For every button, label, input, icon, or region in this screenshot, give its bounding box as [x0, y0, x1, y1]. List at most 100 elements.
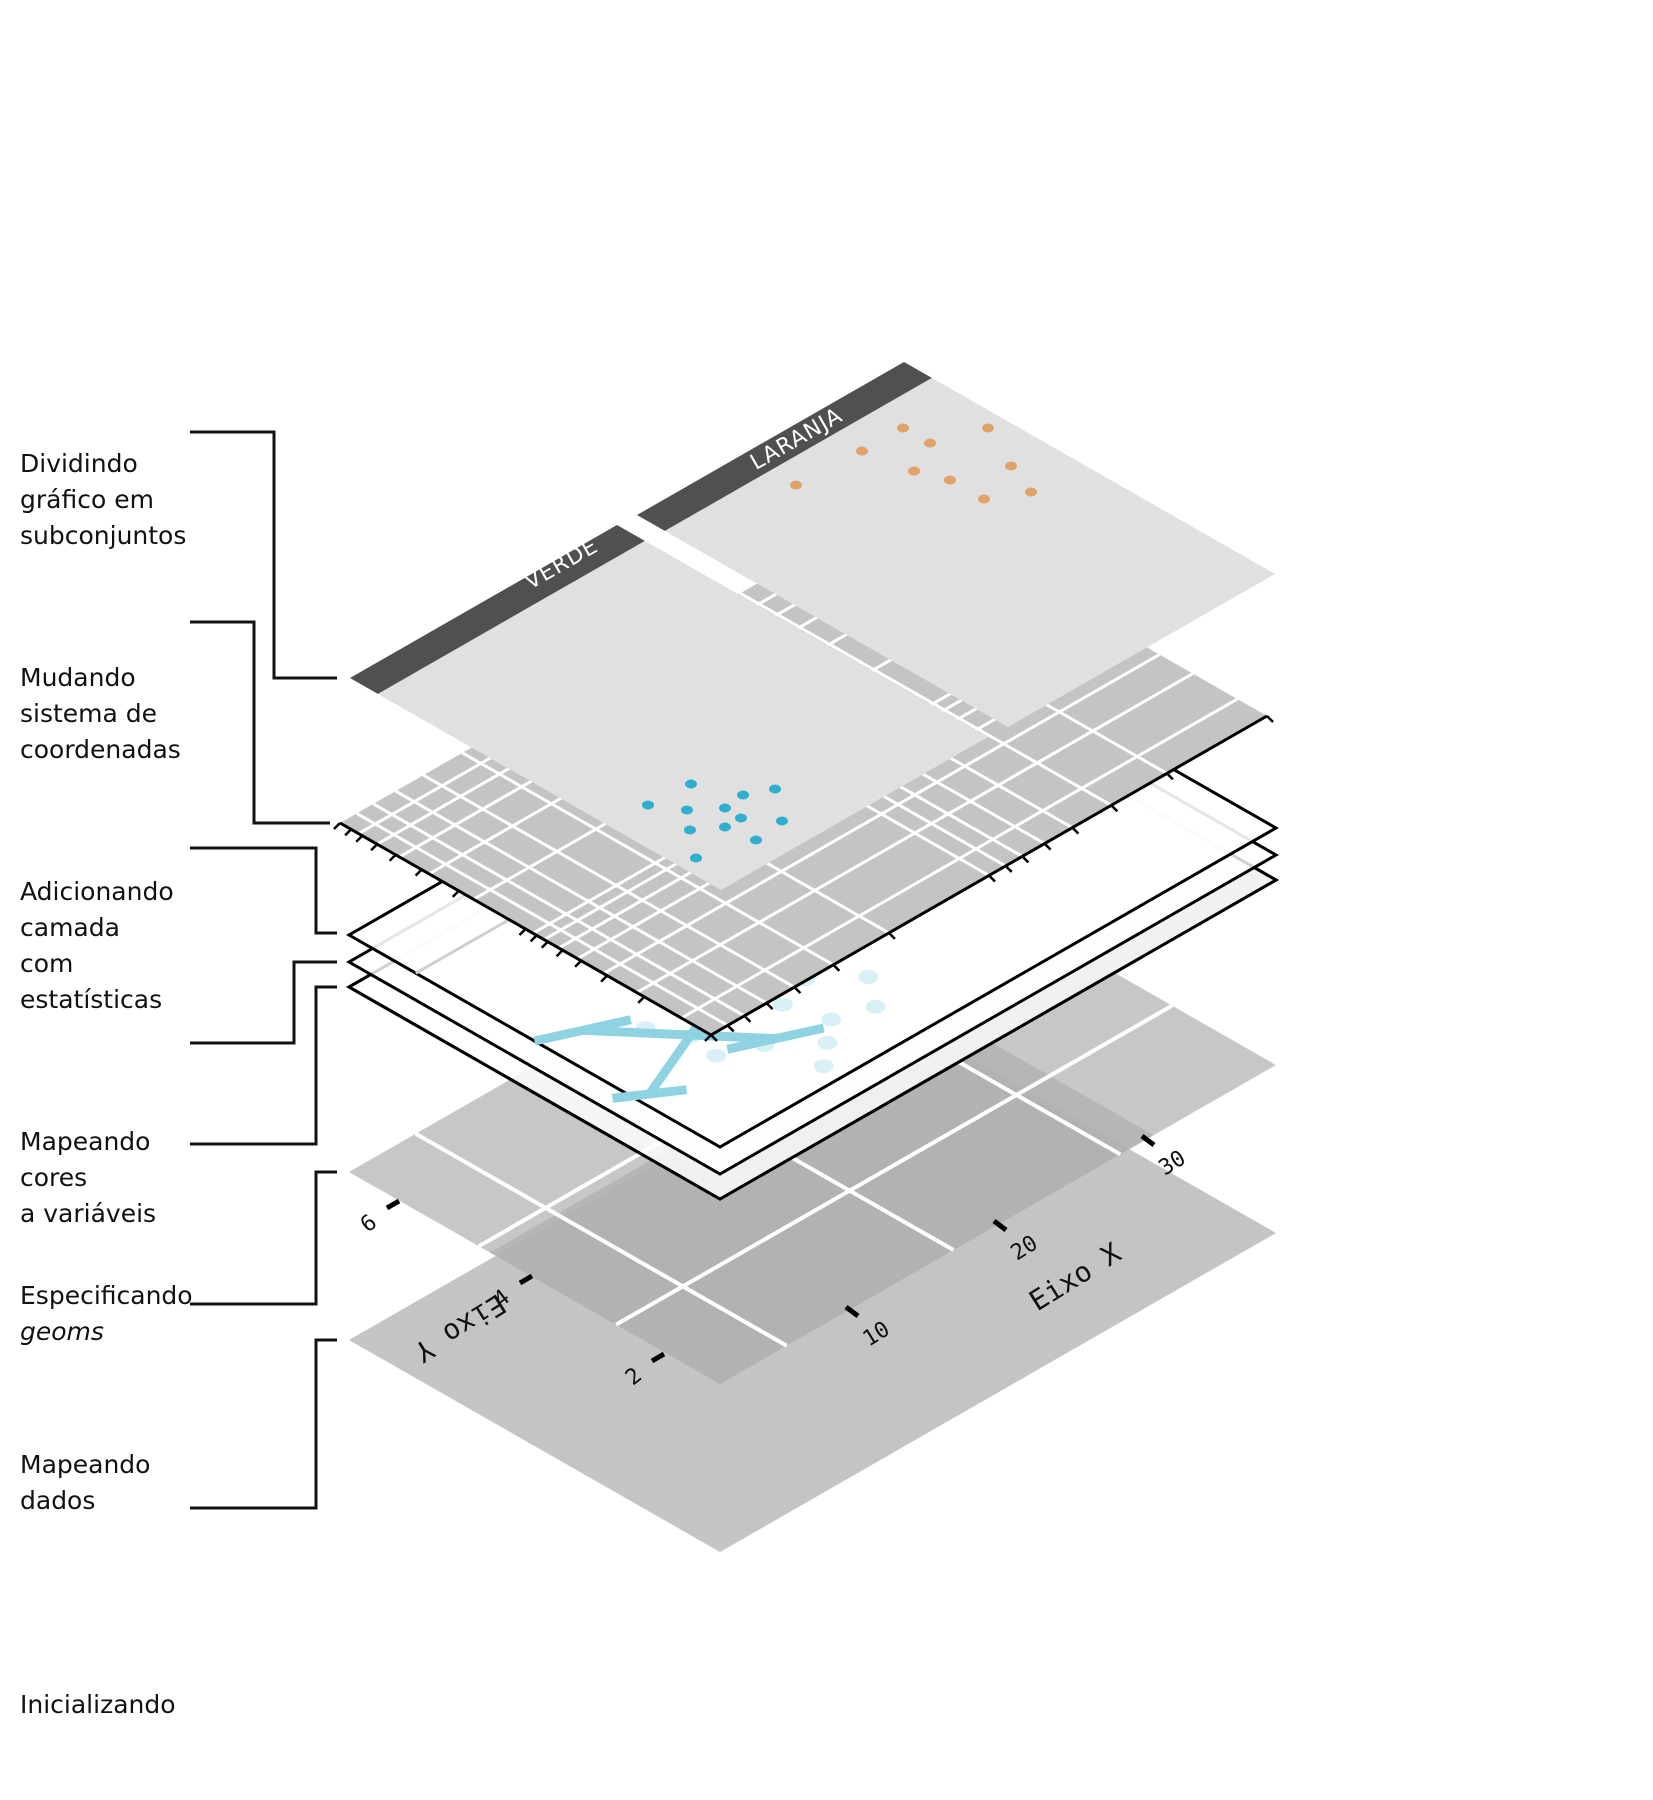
- point-verde: [719, 822, 731, 832]
- label-line: com: [20, 949, 74, 978]
- x-tick: [992, 1219, 1008, 1232]
- label-line: Inicializando: [20, 1690, 176, 1719]
- coord-gridline: [636, 672, 1194, 994]
- coord-gridline: [394, 789, 768, 1005]
- connector-line: [190, 960, 337, 1045]
- point-laranja: [978, 494, 990, 504]
- label-line: camada: [20, 913, 120, 942]
- facet-strip-laranja: [637, 362, 932, 531]
- connector-line: [190, 985, 337, 1146]
- coord-gridline: [602, 653, 1161, 975]
- point-verde: [681, 805, 693, 815]
- point-verde: [684, 825, 696, 835]
- point-laranja: [897, 423, 909, 433]
- label-line: Mudando: [20, 663, 136, 692]
- coord-tick: [1043, 842, 1052, 851]
- coord-tick: [832, 963, 841, 972]
- coord-tick: [600, 974, 609, 983]
- coord-tick: [726, 1024, 735, 1033]
- point-laranja: [908, 466, 920, 476]
- point-verde: [719, 803, 731, 813]
- coord-tick: [710, 1034, 718, 1042]
- coord-tick: [344, 828, 353, 837]
- label-line: gráfico em: [20, 485, 154, 514]
- x-tick: [1140, 1134, 1156, 1147]
- label-stat: Adicionando camada com estatísticas: [20, 874, 174, 1018]
- coord-tick: [540, 940, 549, 949]
- label-color: Mapeando cores a variáveis: [20, 1124, 156, 1232]
- point-verde: [737, 790, 749, 800]
- coord-tick: [765, 1002, 774, 1010]
- coord-tick: [1266, 715, 1274, 723]
- coord-gridline: [422, 773, 796, 989]
- label-line: Especificando: [20, 1281, 193, 1310]
- stat-cap: [533, 1015, 632, 1046]
- point-laranja: [790, 480, 802, 490]
- connector-line: [190, 1338, 337, 1510]
- stat-cap: [726, 1023, 825, 1054]
- coord-gridline: [461, 751, 835, 967]
- coord-tick: [370, 843, 378, 852]
- point-laranja: [982, 423, 994, 433]
- coord-gridline: [680, 697, 1239, 1020]
- label-line: a variáveis: [20, 1199, 157, 1228]
- coord-tick: [518, 928, 527, 936]
- point-laranja: [1005, 461, 1017, 471]
- point-laranja: [944, 475, 956, 485]
- coord-gridline: [739, 592, 1113, 807]
- point-verde: [685, 779, 697, 789]
- label-line: subconjuntos: [20, 521, 187, 550]
- coord-tick: [793, 986, 802, 995]
- y-tick: [650, 1351, 666, 1364]
- coord-tick: [1021, 855, 1030, 864]
- connectors: [190, 430, 337, 1510]
- y-tick: [385, 1198, 401, 1211]
- label-line: cores: [20, 1163, 88, 1192]
- point-verde: [735, 813, 747, 823]
- coord-tick: [1071, 826, 1080, 835]
- label-line: sistema de: [20, 699, 158, 728]
- stat-faint-point: [858, 970, 879, 984]
- label-coord: Mudando sistema de coordenadas: [20, 660, 181, 768]
- data-gridline-y: [414, 1131, 788, 1348]
- coord-tick: [451, 889, 460, 898]
- stat-faint-point: [817, 1035, 838, 1050]
- label-line: estatísticas: [20, 985, 163, 1014]
- coord-tick: [555, 949, 564, 958]
- point-verde: [769, 784, 781, 794]
- label-line: Mapeando: [20, 1450, 151, 1479]
- stat-faint-point: [772, 997, 793, 1012]
- connector-line: [190, 1170, 337, 1306]
- label-geom: Especificando geoms: [20, 1278, 193, 1350]
- coord-tick: [355, 834, 364, 843]
- point-verde: [776, 816, 788, 826]
- coord-tick: [743, 1014, 752, 1023]
- coord-tick: [888, 932, 896, 940]
- coord-tick: [988, 874, 996, 883]
- coord-tick: [704, 1034, 712, 1042]
- point-laranja: [924, 438, 936, 448]
- data-gridline-x: [615, 1003, 1174, 1327]
- label-facet: Dividindo gráfico em subconjuntos: [20, 446, 186, 554]
- label-line-italic: geoms: [20, 1317, 104, 1346]
- coord-tick: [1110, 804, 1119, 813]
- coord-tick: [574, 959, 583, 968]
- label-line: coordenadas: [20, 735, 181, 764]
- stat-cap: [611, 1085, 688, 1103]
- coord-tick: [414, 868, 423, 877]
- y-tick: [518, 1273, 534, 1286]
- label-line: dados: [20, 1486, 96, 1515]
- point-verde: [750, 835, 762, 845]
- stat-faint-point: [821, 1012, 842, 1027]
- label-line: Dividindo: [20, 449, 138, 478]
- connector-line: [190, 846, 337, 935]
- label-line: Mapeando: [20, 1127, 151, 1156]
- coord-gridline: [372, 802, 746, 1018]
- coord-tick: [637, 995, 646, 1004]
- coord-tick: [529, 934, 538, 943]
- stat-errorbar-h: [582, 1025, 776, 1044]
- stat-faint-point: [706, 1048, 727, 1063]
- geom-edge-shade: [682, 858, 1276, 1199]
